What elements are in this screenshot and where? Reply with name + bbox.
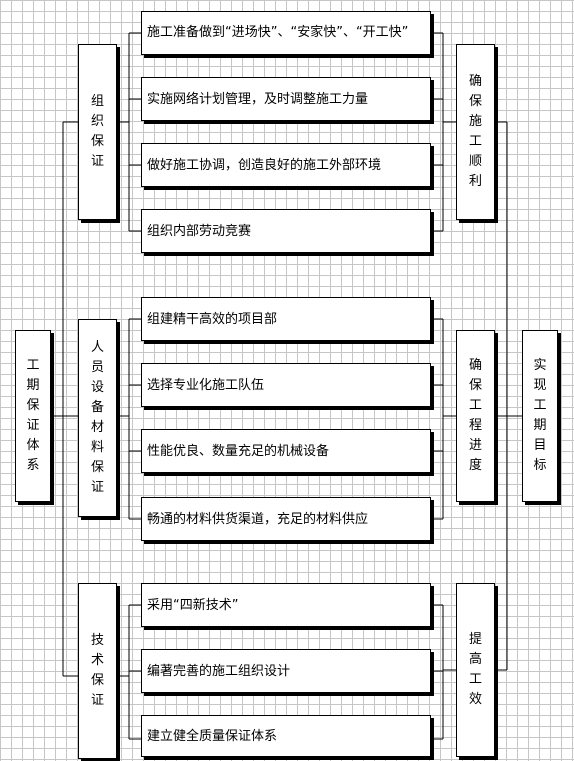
item-box: 采用“四新技术” — [141, 583, 431, 627]
connector-group-2 — [117, 318, 141, 520]
item-box: 选择专业化施工队伍 — [141, 363, 431, 407]
item-label: 建立健全质量保证体系 — [147, 728, 278, 744]
goal-label: 提高工效 — [468, 632, 482, 707]
item-box: 性能优良、数量充足的机械设备 — [141, 429, 431, 473]
item-label: 畅通的材料供货渠道，充足的材料供应 — [147, 511, 369, 527]
group-label: 人员设备材料保证 — [90, 340, 104, 495]
item-label: 编著完善的施工组织设计 — [147, 663, 291, 679]
connector-root-right — [495, 121, 522, 671]
item-box: 畅通的材料供货渠道，充足的材料供应 — [141, 497, 431, 541]
root-box-right: 实现工期目标 — [522, 330, 558, 502]
item-label: 选择专业化施工队伍 — [147, 377, 265, 393]
item-box: 施工准备做到“进场快”、“安家快”、“开工快” — [141, 11, 431, 55]
connector-group-1 — [117, 32, 141, 232]
item-box: 组织内部劳动竞赛 — [141, 209, 431, 253]
item-label: 实施网络计划管理，及时调整施工力量 — [147, 91, 369, 107]
item-label: 性能优良、数量充足的机械设备 — [147, 443, 330, 459]
goal-box-resources: 确保工程进度 — [456, 330, 495, 502]
goal-box-technology: 提高工效 — [456, 583, 495, 757]
item-label: 组织内部劳动竞赛 — [147, 223, 252, 239]
item-box: 做好施工协调，创造良好的施工外部环境 — [141, 143, 431, 187]
group-box-organization: 组织保证 — [78, 44, 117, 220]
item-label: 采用“四新技术” — [147, 597, 239, 613]
connector-group-3 — [117, 604, 141, 740]
root-box-left: 工期保证体系 — [15, 330, 51, 502]
connector-root-left — [50, 121, 78, 677]
item-box: 编著完善的施工组织设计 — [141, 649, 431, 693]
goal-label: 确保施工顺利 — [468, 74, 482, 189]
item-label: 施工准备做到“进场快”、“安家快”、“开工快” — [147, 25, 409, 40]
group-label: 组织保证 — [90, 94, 104, 169]
goal-box-organization: 确保施工顺利 — [456, 44, 495, 220]
connector-goal-3 — [431, 604, 456, 740]
group-box-resources: 人员设备材料保证 — [78, 319, 117, 517]
group-box-technology: 技术保证 — [78, 583, 117, 759]
root-label-left: 工期保证体系 — [26, 358, 40, 473]
connector-goal-1 — [431, 32, 456, 232]
item-box: 组建精干高效的项目部 — [141, 297, 431, 341]
item-box: 实施网络计划管理，及时调整施工力量 — [141, 77, 431, 121]
root-label-right: 实现工期目标 — [533, 358, 547, 473]
item-box: 建立健全质量保证体系 — [141, 715, 431, 757]
goal-label: 确保工程进度 — [468, 358, 482, 473]
connector-goal-2 — [431, 318, 456, 520]
item-label: 组建精干高效的项目部 — [147, 311, 278, 327]
item-label: 做好施工协调，创造良好的施工外部环境 — [147, 157, 382, 173]
group-label: 技术保证 — [90, 633, 104, 708]
